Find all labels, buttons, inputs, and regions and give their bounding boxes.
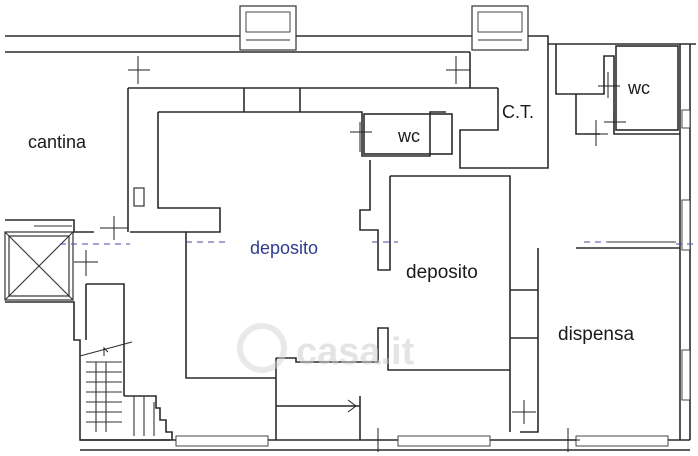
- room-label-wc-center: wc: [397, 126, 420, 146]
- section-line: [60, 241, 696, 245]
- watermark-text: casa.it: [296, 331, 415, 373]
- room-label-ct: C.T.: [502, 102, 534, 122]
- wc-center-walls: [363, 113, 453, 155]
- top-window-right: [471, 5, 529, 51]
- room-label-cantina: cantina: [28, 132, 87, 152]
- room-label-deposito-right: deposito: [406, 262, 478, 283]
- room-label-dispensa: dispensa: [558, 324, 634, 345]
- entry-arrow-icon: [282, 399, 357, 413]
- door-markers: [74, 56, 626, 452]
- room-label-wc-right: wc: [627, 78, 650, 98]
- left-stair-walls: [4, 219, 170, 441]
- right-section-walls: [510, 44, 691, 433]
- watermark: casa.it: [237, 323, 415, 373]
- outer-walls: [5, 35, 696, 440]
- room-label-deposito-left: deposito: [250, 238, 318, 258]
- staircase: [79, 341, 173, 440]
- top-window-left: [239, 5, 297, 51]
